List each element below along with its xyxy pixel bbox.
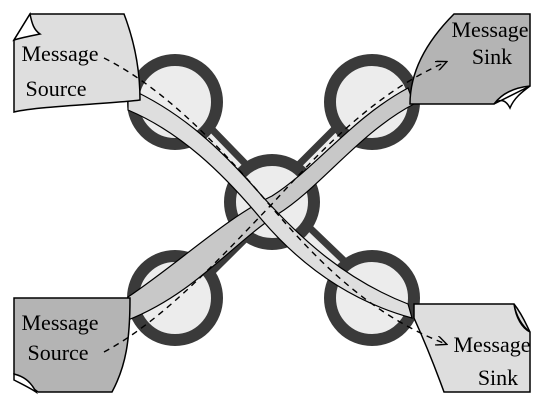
flag-bottom-left: Message Source — [13, 297, 131, 395]
flag-top-right-shape — [409, 13, 531, 105]
flag-bottom-right: Message Sink — [413, 303, 531, 393]
flag-top-left: Message Source — [12, 11, 141, 113]
flag-top-right-curl — [493, 85, 531, 110]
flag-top-right-line2: Sink — [472, 44, 512, 69]
flag-top-left-line2: Source — [25, 76, 86, 101]
flag-bottom-left-curl — [13, 373, 38, 395]
flag-bottom-right-line1: Message — [454, 332, 531, 357]
flag-top-left-shape — [13, 13, 141, 113]
ribbon-tl-to-br — [127, 87, 413, 319]
flag-bottom-left-shape — [13, 297, 131, 393]
flag-bottom-right-curl — [513, 303, 531, 333]
flag-bottom-right-line2: Sink — [478, 365, 518, 390]
flag-top-left-line1: Message — [22, 41, 99, 66]
flag-top-left-curl — [12, 11, 42, 42]
flag-top-right: Message Sink — [409, 13, 531, 110]
flag-bottom-left-line2: Source — [27, 340, 88, 365]
flag-bottom-right-shape — [413, 303, 531, 393]
flag-top-right-line1: Message — [452, 17, 529, 42]
flag-bottom-left-line1: Message — [22, 310, 99, 335]
message-path-bl-to-tr — [103, 62, 446, 353]
message-path-tl-to-br — [103, 57, 446, 344]
